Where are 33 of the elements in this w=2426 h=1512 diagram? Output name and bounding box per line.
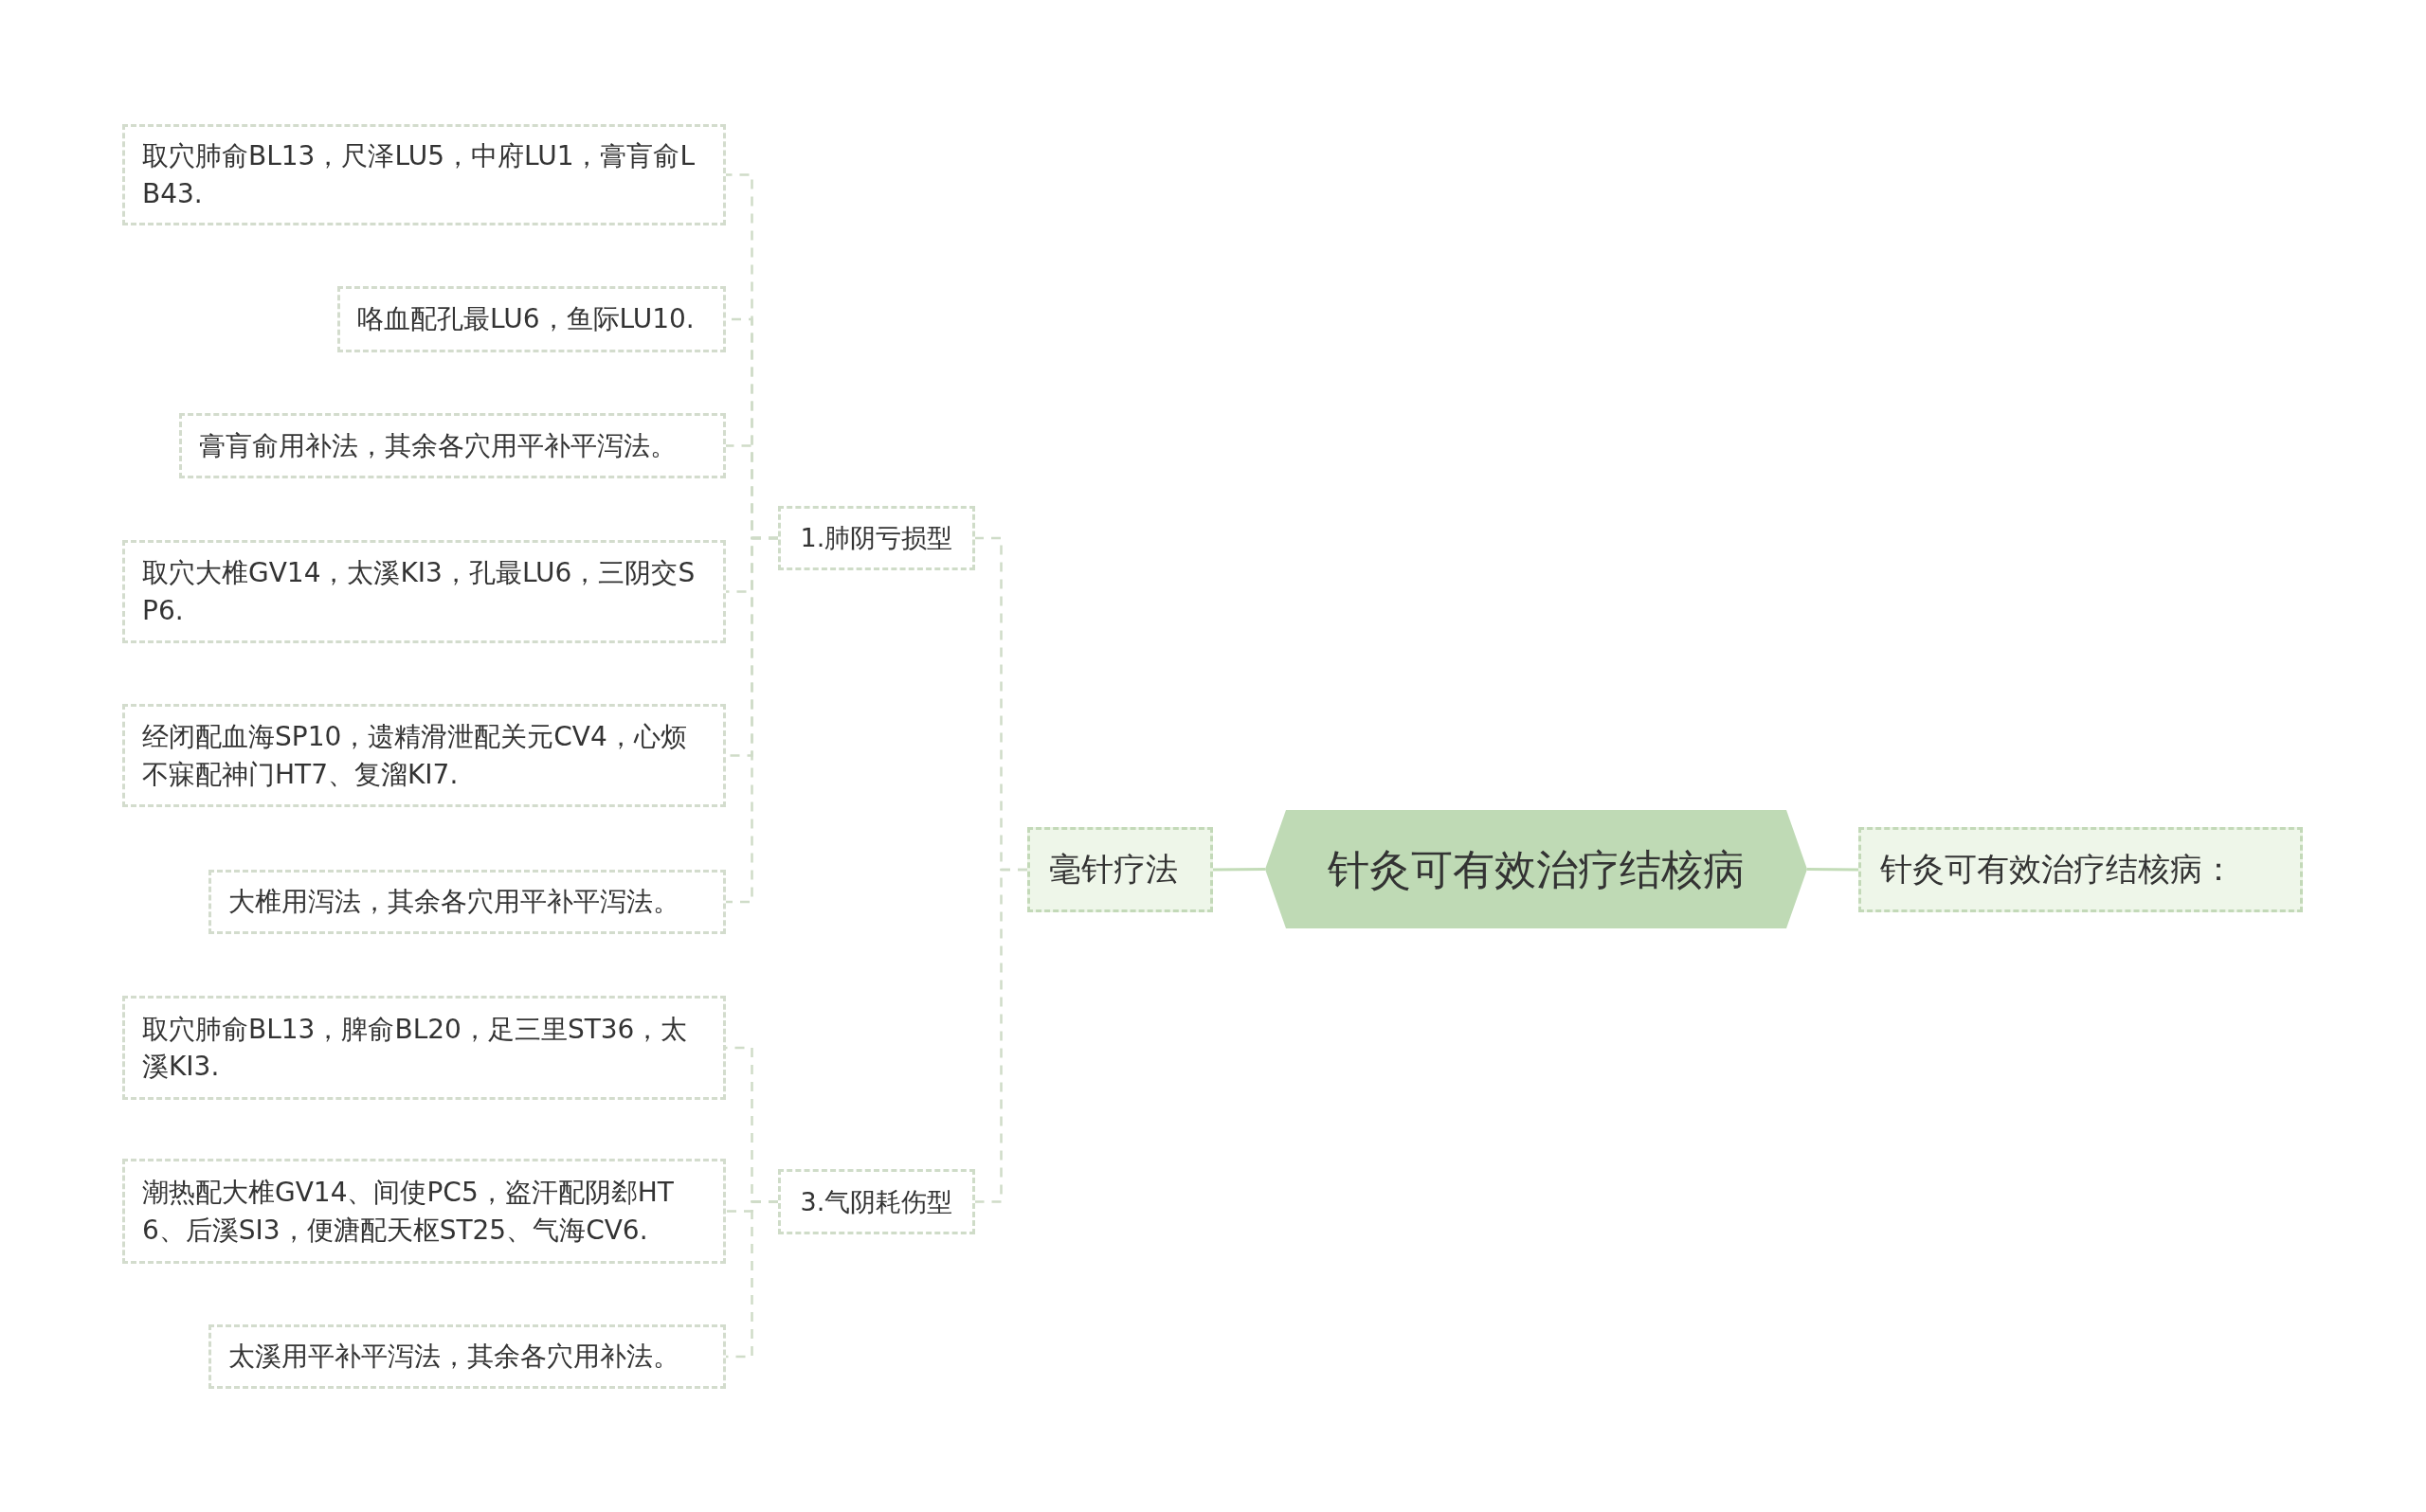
note-box [337,286,726,352]
note-text: 经闭配血海SP10，遗精滑泄配关元CV4，心烦不寐配神门HT7、复溜KI7. [142,720,688,792]
connector-line [726,536,778,904]
note-box [122,124,726,225]
connector-line [726,1200,778,1359]
connector-line [1213,868,1265,872]
note-text: 大椎用泻法，其余各穴用平补平泻法。 [228,885,679,920]
note-text: 咯血配孔最LU6，鱼际LU10. [357,302,695,337]
note-text: 取穴大椎GV14，太溪KI3，孔最LU6，三阴交SP6. [142,556,697,628]
note-box [122,704,726,807]
topic-hexagon [1265,810,1807,928]
connector-line [975,868,1027,1203]
note-box [208,870,726,934]
note-text: 太溪用平补平泻法，其余各穴用补法。 [228,1340,679,1375]
category-title: 3.气阴耗伤型 [800,1185,953,1218]
branch-title: 毫针疗法 [1049,849,1178,891]
branch-box [1858,827,2303,912]
note-text: 膏肓俞用补法，其余各穴用平补平泻法。 [199,428,677,463]
category-box [778,506,975,570]
note-text: 取穴肺俞BL13，脾俞BL20，足三里ST36，太溪KI3. [142,1012,689,1084]
branch-box [1027,827,1213,912]
category-title: 1.肺阴亏损型 [800,522,953,555]
note-box [179,413,726,478]
topic-title: 针灸可有效治疗结核病 [1328,843,1745,895]
note-text: 取穴肺俞BL13，尺泽LU5，中府LU1，膏肓俞LB43. [142,139,697,211]
connector-line [1807,868,1858,872]
note-text: 潮热配大椎GV14、间使PC5，盗汗配阴郄HT6、后溪SI3，便溏配天枢ST25、气海CV6. [142,1176,675,1248]
note-box [122,996,726,1100]
note-box [208,1324,726,1389]
category-box [778,1169,975,1234]
note-box [122,1159,726,1264]
note-box [122,540,726,643]
branch-title: 针灸可有效治疗结核病： [1880,849,2235,891]
